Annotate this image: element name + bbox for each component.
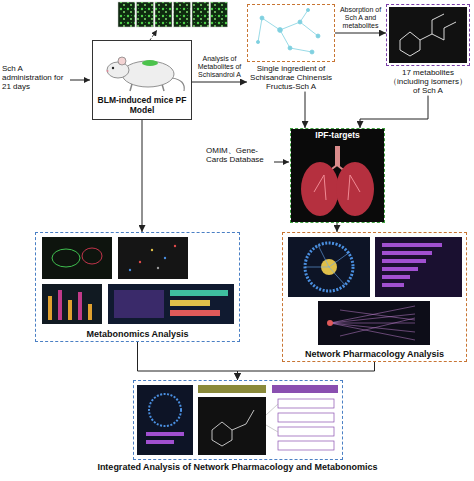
node-label: BLM-induced mice PF Model	[96, 96, 188, 116]
dashed-frame	[133, 380, 343, 460]
lung-figure	[291, 129, 384, 222]
model-box: BLM-induced mice PF Model	[92, 40, 192, 120]
annotation-label: OMIM、Gene-Cards Database	[206, 146, 272, 164]
microscopy-strip	[118, 2, 228, 27]
arrow-connector	[238, 362, 375, 380]
arrow-connector	[305, 92, 306, 128]
panel-box: 17 metabolites（including isomers）of Sch …	[386, 4, 470, 96]
metabonomics-panels	[42, 237, 234, 324]
arrow-connector	[337, 223, 338, 232]
dashed-frame	[386, 4, 470, 66]
node-label: Metabonomics Analysis	[38, 329, 237, 339]
arrow-connector	[142, 120, 143, 232]
arrow-connector	[335, 33, 386, 34]
panel-box: Single ingredient of Schisandrae Chinens…	[247, 4, 335, 92]
annotation-label: Sch A administration for 21 days	[2, 64, 68, 92]
edge-label: Analysis of Metabolites of Schisandrol A	[195, 55, 245, 79]
edge-label: Absorption of Sch A and metabolites	[337, 6, 385, 30]
arrow-connector	[138, 342, 238, 380]
node-label: IPF-targets	[293, 131, 382, 141]
node-label: Network Pharmacology Analysis	[285, 349, 464, 359]
node-label: Single ingredient of Schisandrae Chinens…	[247, 64, 335, 92]
dose-arrow	[70, 80, 90, 81]
dotted-arrow	[150, 30, 157, 40]
panel-box: Metabonomics Analysis	[35, 232, 240, 342]
arrow-connector	[192, 82, 247, 83]
structure-image	[389, 7, 467, 63]
panel-box: Integrated Analysis of Network Pharmacol…	[60, 380, 415, 472]
dashed-frame	[247, 4, 335, 62]
network-panels	[288, 237, 462, 345]
node-label: Integrated Analysis of Network Pharmacol…	[60, 462, 415, 472]
node-label: 17 metabolites（including isomers）of Sch …	[386, 68, 470, 96]
mouse-figure	[107, 57, 185, 91]
database-arrow	[274, 162, 289, 163]
molecule-network	[256, 8, 320, 54]
panel-box: Network Pharmacology Analysis	[282, 232, 467, 362]
arrow-connector	[360, 96, 428, 128]
integrated-panels	[137, 385, 338, 455]
panel-box: IPF-targets	[290, 128, 385, 223]
